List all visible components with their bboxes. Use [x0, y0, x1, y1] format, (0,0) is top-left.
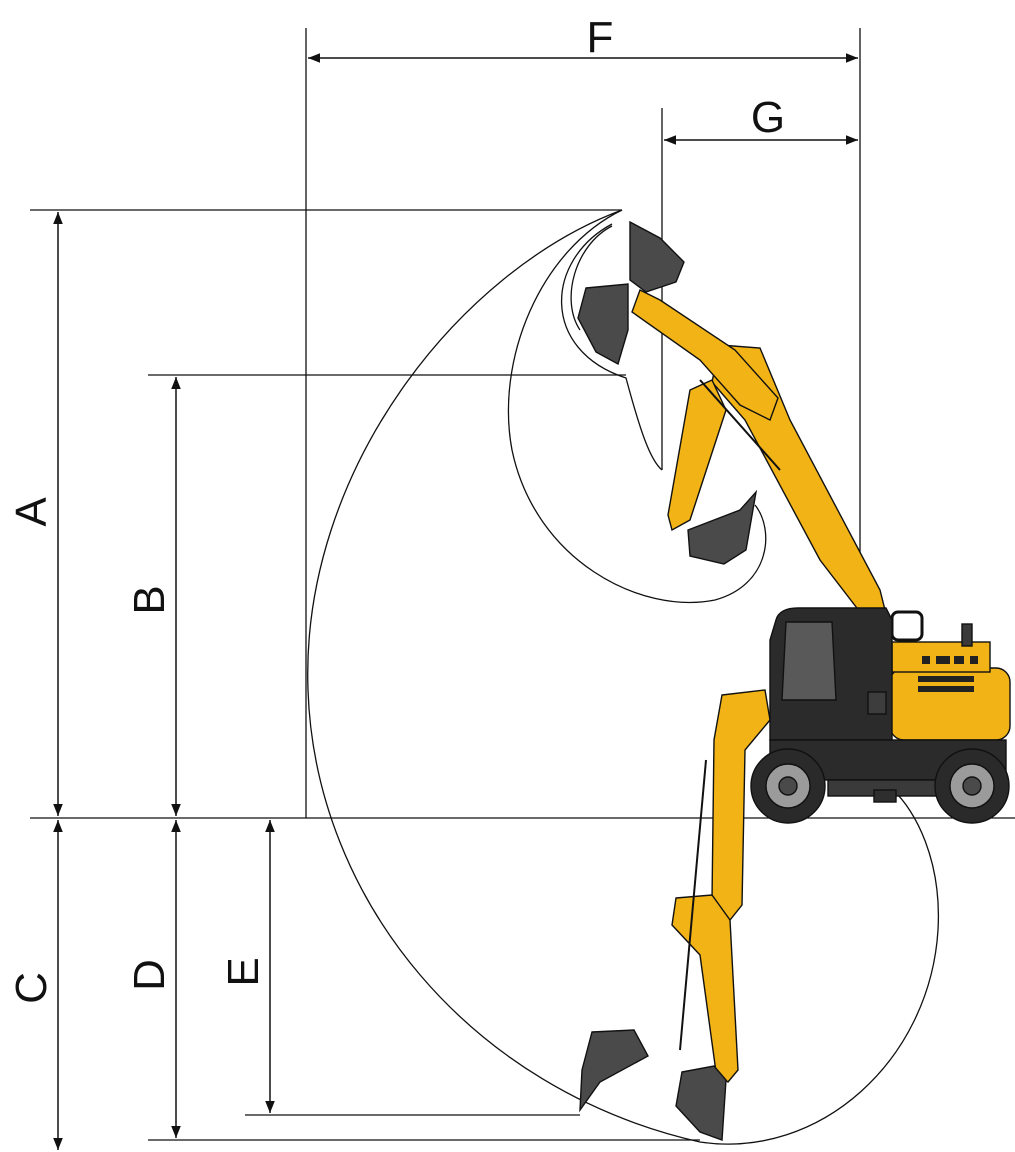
side-panel [867, 691, 887, 715]
inner-envelope [507, 209, 767, 604]
label-D: D [125, 959, 174, 991]
upper-boom-arm [631, 289, 886, 613]
bucket-top [629, 220, 685, 293]
buckets [577, 220, 758, 1141]
max-reach-envelope [307, 209, 940, 1145]
lower-boom [711, 689, 771, 932]
label-F: F [587, 13, 614, 62]
upper-arm-2 [667, 379, 727, 532]
exhaust-stack [961, 623, 973, 647]
handrail [890, 610, 924, 642]
label-E: E [219, 957, 268, 986]
bucket-mid [687, 489, 758, 565]
working-range-curves [307, 209, 940, 1145]
label-G: G [751, 93, 785, 142]
lower-boom-arm [671, 689, 771, 1083]
label-A: A [7, 497, 56, 527]
upper-arm [631, 289, 779, 421]
cab-window [781, 621, 837, 701]
hood-vents [918, 656, 978, 692]
front-wheel [750, 748, 826, 824]
inner-loop-curve [560, 223, 663, 471]
rear-wheel [934, 748, 1010, 824]
wheels [750, 748, 1010, 824]
arm-sweep-curve [570, 225, 613, 331]
lower-cylinder [679, 759, 707, 1051]
bucket-low-right [675, 1065, 727, 1141]
bucket-upper-left [577, 283, 629, 366]
dimension-labels: F G A B C D E [7, 13, 785, 1004]
upper-cylinder [699, 379, 781, 471]
dimension-lines [53, 53, 858, 1150]
label-B: B [125, 585, 174, 614]
lower-arm [671, 894, 739, 1083]
extension-lines [30, 28, 1015, 1141]
label-C: C [7, 972, 56, 1004]
bucket-low-left [579, 1029, 649, 1113]
axle-drop [873, 789, 897, 803]
